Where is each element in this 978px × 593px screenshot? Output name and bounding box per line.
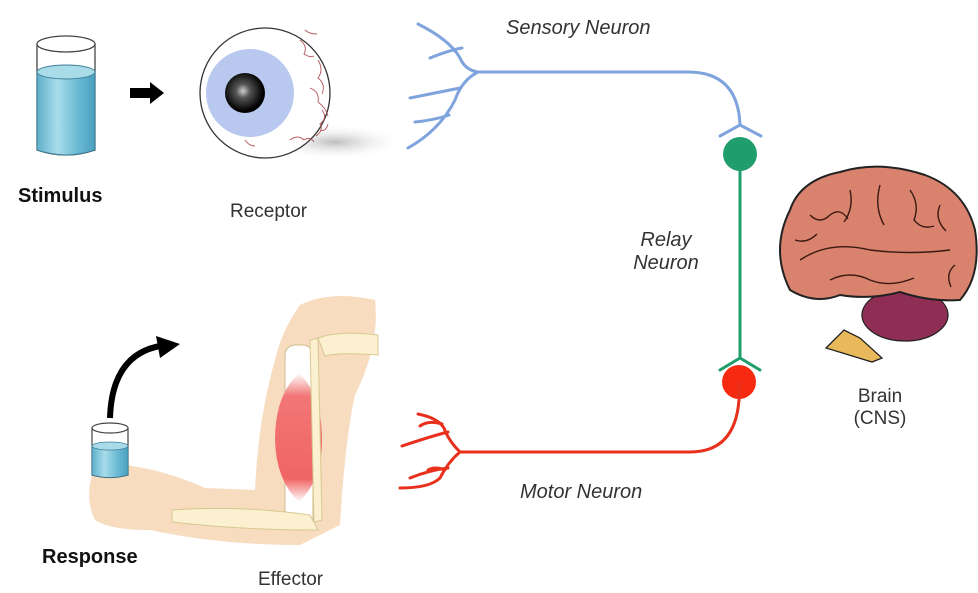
eyeball-icon [199,27,405,160]
brain-label-line2: (CNS) [853,408,907,429]
relay-neuron-label: Relay Neuron [626,229,706,275]
receptor-label: Receptor [230,201,308,222]
effector-label: Effector [258,569,324,590]
brain-label: Brain (CNS) [840,386,920,430]
sensory-neuron [406,22,763,150]
sensory-neuron-label: Sensory Neuron [506,17,651,39]
relay-neuron [718,137,762,372]
stimulus-label: Stimulus [18,185,103,207]
glass-of-water-icon [36,35,96,156]
relay-neuron-label-line1: Relay [640,229,692,251]
right-arrow-icon [130,82,164,104]
relay-neuron-label-line2: Neuron [633,252,699,274]
response-label: Response [42,546,138,568]
curved-arrow-icon [107,336,180,419]
motor-neuron [398,365,756,490]
arm-muscle-icon [89,296,379,545]
response-glass-icon [91,422,129,479]
motor-neuron-label: Motor Neuron [520,481,643,503]
brain-label-line1: Brain [857,386,903,407]
brain-icon [779,165,978,363]
